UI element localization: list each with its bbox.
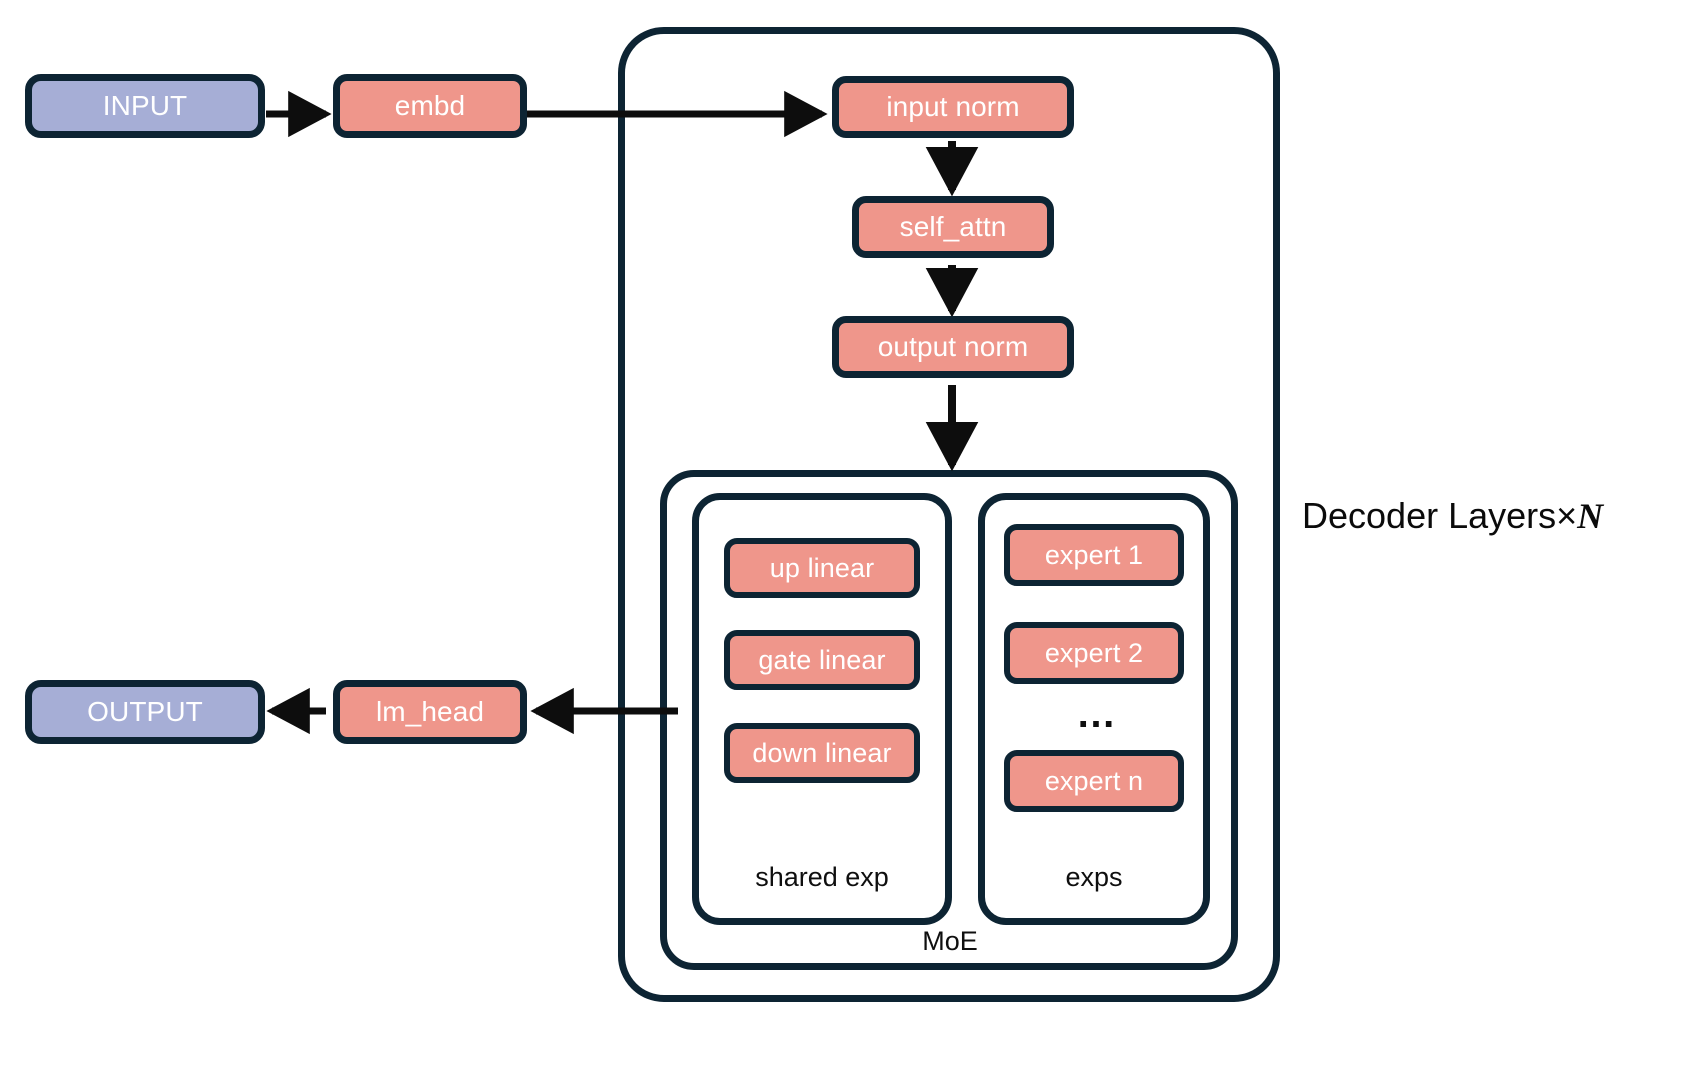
- decoder-layers-annotation-count: N: [1577, 496, 1604, 536]
- node-expert-1-label: expert 1: [1044, 539, 1144, 570]
- experts-container: [978, 493, 1210, 925]
- node-up-linear[interactable]: up linear: [724, 538, 920, 598]
- experts-ellipsis: …: [1076, 692, 1118, 736]
- node-gate-linear-label: gate linear: [758, 644, 886, 675]
- decoder-layers-annotation: Decoder Layers×N: [1302, 495, 1604, 536]
- node-expert-n[interactable]: expert n: [1004, 750, 1184, 812]
- node-output[interactable]: OUTPUT: [25, 680, 265, 744]
- node-expert-2-label: expert 2: [1044, 637, 1144, 668]
- node-self-attn-label: self_attn: [899, 211, 1007, 242]
- node-self-attn[interactable]: self_attn: [852, 196, 1054, 258]
- decoder-layers-container: [618, 27, 1280, 1002]
- node-input-norm-label: input norm: [886, 91, 1020, 122]
- shared-expert-container: [692, 493, 952, 925]
- node-expert-n-label: expert n: [1044, 765, 1144, 796]
- node-lm-head[interactable]: lm_head: [333, 680, 527, 744]
- node-input-norm[interactable]: input norm: [832, 76, 1074, 138]
- shared-exp-caption: shared exp: [755, 862, 889, 892]
- node-expert-2[interactable]: expert 2: [1004, 622, 1184, 684]
- node-expert-1[interactable]: expert 1: [1004, 524, 1184, 586]
- node-output-label: OUTPUT: [87, 696, 203, 727]
- decoder-layers-annotation-prefix: Decoder Layers×: [1302, 495, 1578, 536]
- node-down-linear-label: down linear: [752, 737, 892, 768]
- node-output-norm-label: output norm: [877, 331, 1029, 362]
- node-gate-linear[interactable]: gate linear: [724, 630, 920, 690]
- node-up-linear-label: up linear: [769, 552, 875, 583]
- node-lm-head-label: lm_head: [375, 696, 485, 727]
- moe-container: [660, 470, 1238, 970]
- moe-caption: MoE: [922, 926, 978, 956]
- exps-caption: exps: [1065, 862, 1123, 892]
- node-input[interactable]: INPUT: [25, 74, 265, 138]
- node-embd[interactable]: embd: [333, 74, 527, 138]
- node-embd-label: embd: [394, 90, 466, 121]
- node-down-linear[interactable]: down linear: [724, 723, 920, 783]
- node-input-label: INPUT: [102, 90, 188, 121]
- node-output-norm[interactable]: output norm: [832, 316, 1074, 378]
